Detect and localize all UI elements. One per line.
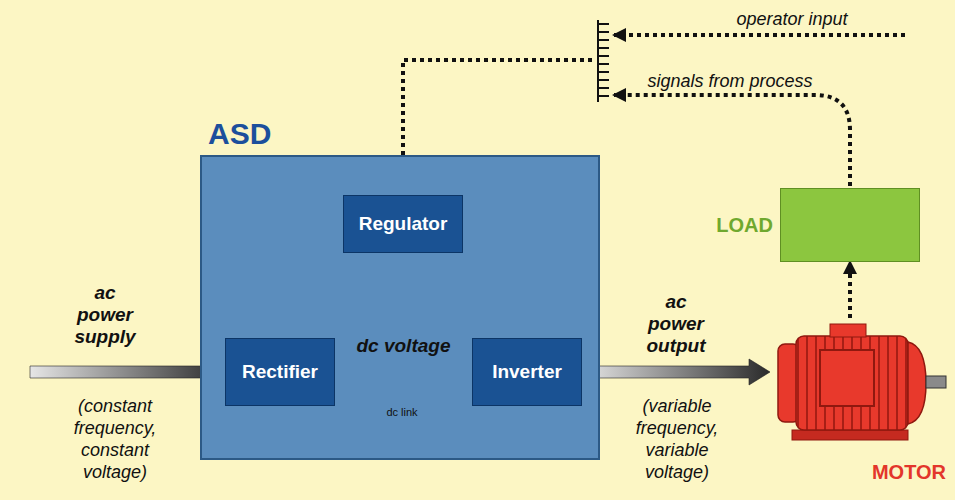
input-note: (constant frequency, constant voltage)	[50, 395, 180, 483]
box-label: Rectifier	[242, 361, 318, 383]
signal-arrow	[848, 262, 852, 318]
comb-tick	[598, 79, 609, 81]
motor: MOTOR	[770, 318, 948, 486]
terminal-box	[820, 350, 874, 406]
node-title: MOTOR	[872, 461, 946, 484]
comb-tick	[598, 39, 609, 41]
comb-tick	[598, 47, 609, 49]
node-title: LOAD	[716, 214, 773, 237]
motor-illustration	[770, 318, 948, 486]
inverter-box: Inverter	[472, 338, 582, 406]
motor-body	[796, 336, 908, 430]
input-arrow	[30, 359, 225, 385]
output-note: (variable frequency, variable voltage)	[612, 395, 742, 483]
box-label: Inverter	[492, 361, 562, 383]
end-bell	[908, 342, 926, 424]
motor-shaft	[926, 376, 946, 388]
comb-tick	[598, 95, 609, 97]
power-arrow	[582, 359, 770, 385]
comb-tick	[598, 23, 609, 25]
dc-link-label: dc link	[374, 406, 430, 419]
box-label: Regulator	[359, 213, 448, 235]
signal-label: signals from process	[630, 70, 830, 92]
comb-tick	[598, 71, 609, 73]
summing-comb	[598, 20, 609, 102]
comb-tick	[598, 63, 609, 65]
comb-tick	[598, 87, 609, 89]
edge-label: ac power output	[638, 291, 714, 357]
signal-label: operator input	[712, 8, 872, 30]
comb-tick	[598, 55, 609, 57]
motor-feet	[792, 430, 908, 440]
load-box: LOAD	[780, 188, 920, 262]
motor-top	[830, 324, 866, 337]
input-label: ac power supply	[64, 282, 146, 348]
comb-tick	[598, 31, 609, 33]
housing-title: ASD	[208, 117, 271, 151]
edge-label: dc voltage	[337, 335, 471, 357]
regulator-box: Regulator	[343, 195, 463, 253]
rectifier-box: Rectifier	[225, 338, 335, 406]
